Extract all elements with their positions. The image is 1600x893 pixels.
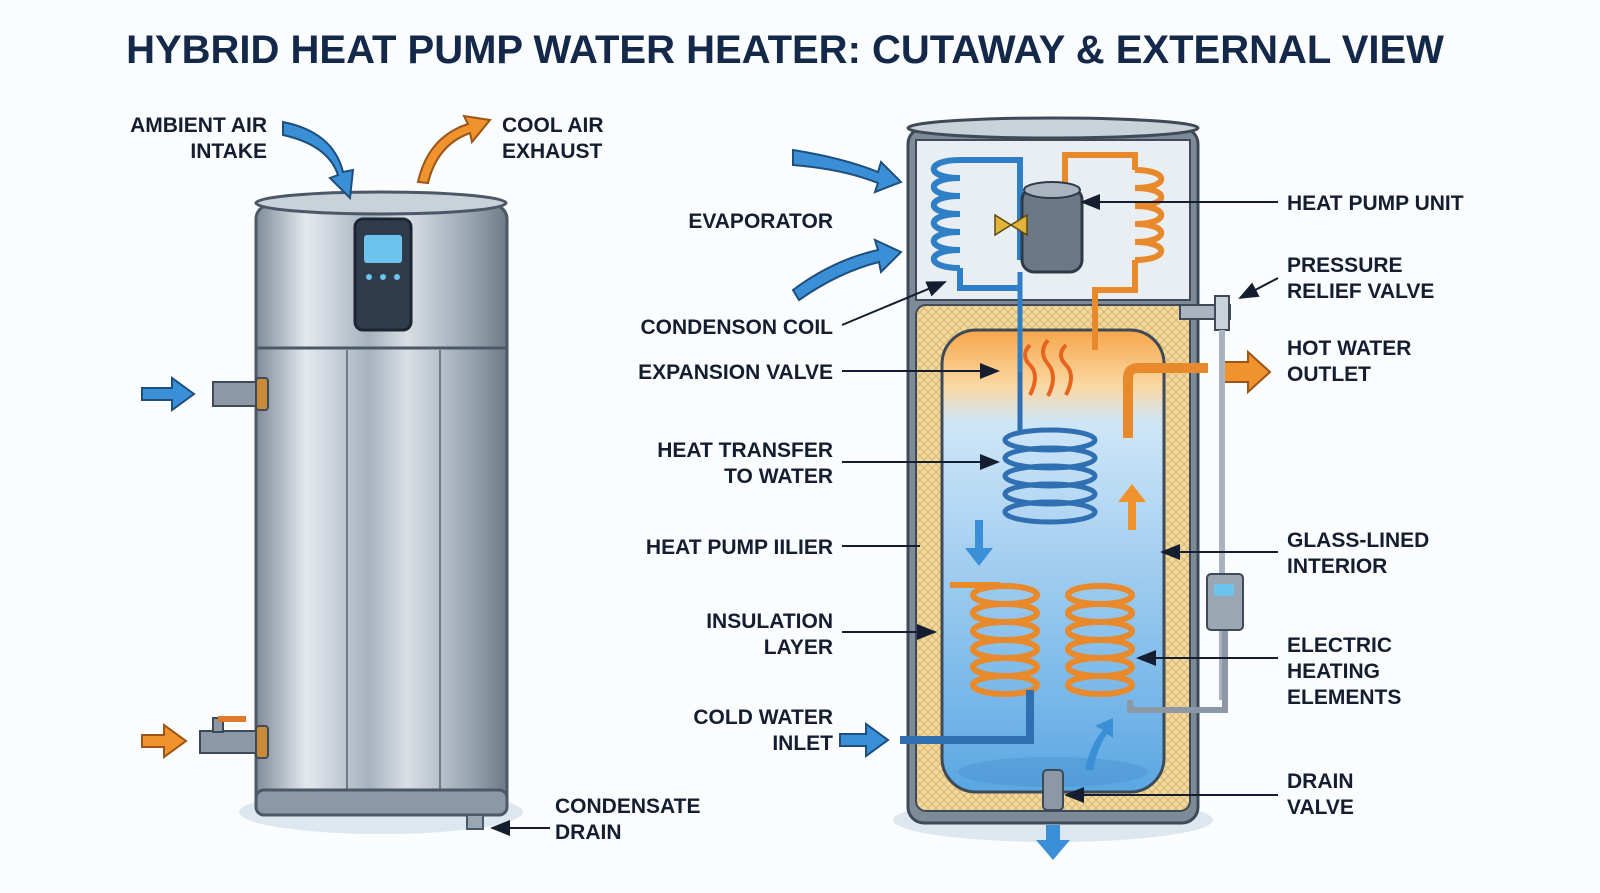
hot-outlet-pipe [1123, 363, 1208, 438]
svg-text:HEAT PUMP UNIT: HEAT PUMP UNIT [1287, 192, 1464, 215]
heat-transfer-coil [1002, 372, 1098, 525]
label-condenson-coil: CONDENSON COIL [640, 281, 947, 339]
heat-waves-icon [1023, 338, 1073, 397]
label-evaporator: EVAPORATOR [688, 210, 833, 233]
svg-text:EVAPORATOR: EVAPORATOR [688, 210, 833, 233]
cold-in-arrow-icon [141, 376, 196, 412]
inlet-pipe-upper [141, 376, 269, 412]
air-exhaust-arrow-icon [416, 114, 492, 185]
svg-text:EXPANSION VALVE: EXPANSION VALVE [638, 361, 833, 384]
condenser-coil-top [1062, 152, 1165, 350]
cold-water-inlet-arrow-icon [839, 722, 890, 758]
hot-water-outlet-arrow-icon [1221, 349, 1272, 395]
label-expansion-valve: EXPANSION VALVE [638, 361, 1000, 384]
control-display-panel[interactable] [353, 217, 413, 332]
inlet-pipe-lower [141, 716, 269, 759]
label-heat-pump-unit: HEAT PUMP UNIT [1080, 192, 1464, 215]
label-heat-pump-iilier: HEAT PUMP IILIER [646, 536, 920, 559]
air-in-arrow-icon [791, 238, 903, 302]
electric-heating-elements [950, 582, 1228, 713]
air-in-arrow-icon [792, 148, 903, 194]
drain-valve[interactable] [1036, 769, 1070, 860]
hot-arrow-icon [141, 723, 188, 759]
air-intake-arrow-icon [282, 120, 355, 201]
cold-inlet-pipe [900, 690, 1034, 744]
expansion-valve-icon [994, 213, 1028, 237]
svg-text:CONDENSON COIL: CONDENSON COIL [640, 316, 833, 339]
page-title: HYBRID HEAT PUMP WATER HEATER: CUTAWAY &… [126, 28, 1444, 72]
thermostat-box[interactable] [1206, 573, 1244, 631]
sinking-cold-arrow-icon [965, 520, 993, 566]
svg-text:HEAT PUMP IILIER: HEAT PUMP IILIER [646, 536, 833, 559]
circulation-arrow-icon [1085, 718, 1113, 770]
external-tank [239, 190, 523, 834]
compressor[interactable] [1020, 181, 1084, 274]
rising-hot-arrow-icon [1118, 484, 1146, 530]
